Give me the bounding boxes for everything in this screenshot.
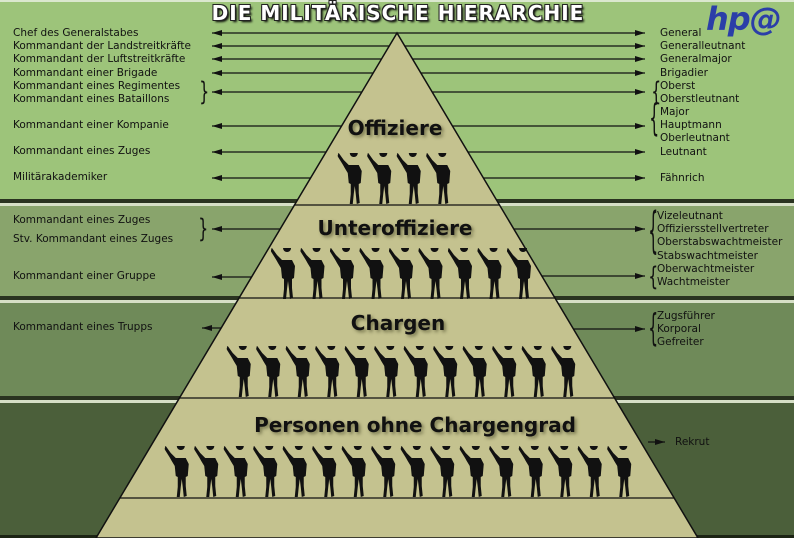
rank-label: Hauptmann	[660, 119, 722, 131]
arrow-head-icon	[202, 325, 212, 331]
arrow-head-icon	[212, 56, 222, 62]
brace-icon: {	[648, 262, 659, 292]
arrow-head-icon	[635, 273, 645, 279]
arrow-head-icon	[635, 56, 645, 62]
logo: hp@	[706, 0, 782, 38]
arrow-head-icon	[212, 70, 222, 76]
rank-label: Stabswachtmeister	[657, 250, 758, 262]
brace-icon: }	[199, 77, 210, 107]
diagram-title: DIE MILITÄRISCHE HIERARCHIE	[211, 1, 585, 25]
arrow-head-icon	[655, 439, 665, 445]
function-label: Kommandant einer Gruppe	[13, 270, 156, 282]
arrow-head-icon	[212, 30, 222, 36]
function-label: Kommandant einer Kompanie	[13, 119, 169, 131]
rank-label: Rekrut	[675, 436, 710, 448]
brace-icon: {	[649, 97, 660, 141]
rank-label: Oberst	[660, 80, 696, 92]
rank-label: Gefreiter	[657, 336, 704, 348]
brace-icon: {	[651, 77, 662, 107]
function-label: Kommandant eines Bataillons	[13, 93, 170, 105]
function-label: Kommandant eines Zuges	[13, 145, 151, 157]
rank-label: Brigadier	[660, 67, 708, 79]
rank-label: Korporal	[657, 323, 701, 335]
rank-label: Zugsführer	[657, 310, 715, 322]
level-label-offiziere: Offiziere	[347, 116, 443, 140]
function-label: Kommandant der Luftstreitkräfte	[13, 53, 186, 65]
arrow-head-icon	[635, 89, 645, 95]
function-label: Kommandant eines Zuges	[13, 214, 151, 226]
arrow-head-icon	[212, 123, 222, 129]
arrow-head-icon	[635, 326, 645, 332]
brace-icon: {	[648, 203, 659, 261]
arrow-head-icon	[212, 149, 222, 155]
pyramid	[95, 31, 699, 538]
arrow-head-icon	[212, 43, 222, 49]
arrow-head-icon	[635, 175, 645, 181]
function-label: Kommandant der Landstreitkräfte	[13, 40, 192, 52]
arrow-head-icon	[635, 30, 645, 36]
arrow-head-icon	[212, 274, 222, 280]
level-label-personen: Personen ohne Chargengrad	[254, 413, 576, 437]
arrow-head-icon	[212, 89, 222, 95]
function-label: Chef des Generalstabes	[13, 27, 139, 39]
rank-label: Fähnrich	[660, 172, 705, 184]
rank-label: Wachtmeister	[657, 276, 730, 288]
rank-label: Vizeleutnant	[657, 210, 723, 222]
rank-label: Generalleutnant	[660, 40, 746, 52]
arrow-head-icon	[635, 123, 645, 129]
brace-icon: }	[198, 214, 209, 244]
function-label: Kommandant eines Trupps	[13, 321, 153, 333]
rank-label: Major	[660, 106, 690, 118]
function-label: Militärakademiker	[13, 171, 108, 183]
level-label-unteroffiziere: Unteroffiziere	[317, 216, 473, 240]
arrow-head-icon	[212, 226, 222, 232]
rank-label: Offiziersstellvertreter	[657, 223, 769, 235]
function-label: Stv. Kommandant eines Zuges	[13, 233, 174, 245]
arrow-head-icon	[635, 70, 645, 76]
function-label: Kommandant einer Brigade	[13, 67, 158, 79]
rank-label: Oberleutnant	[660, 132, 730, 144]
arrow-head-icon	[635, 149, 645, 155]
rank-label: Generalmajor	[660, 53, 732, 65]
brace-icon: {	[648, 307, 659, 351]
rank-label: Oberstabswachtmeister	[657, 236, 783, 248]
level-label-chargen: Chargen	[350, 311, 446, 335]
arrow-head-icon	[635, 43, 645, 49]
arrow-head-icon	[212, 175, 222, 181]
rank-label: Oberstleutnant	[660, 93, 740, 105]
rank-label: Oberwachtmeister	[657, 263, 755, 275]
rank-label: General	[660, 27, 702, 39]
rank-label: Leutnant	[660, 146, 707, 158]
function-label: Kommandant eines Regimentes	[13, 80, 181, 92]
arrow-head-icon	[635, 226, 645, 232]
